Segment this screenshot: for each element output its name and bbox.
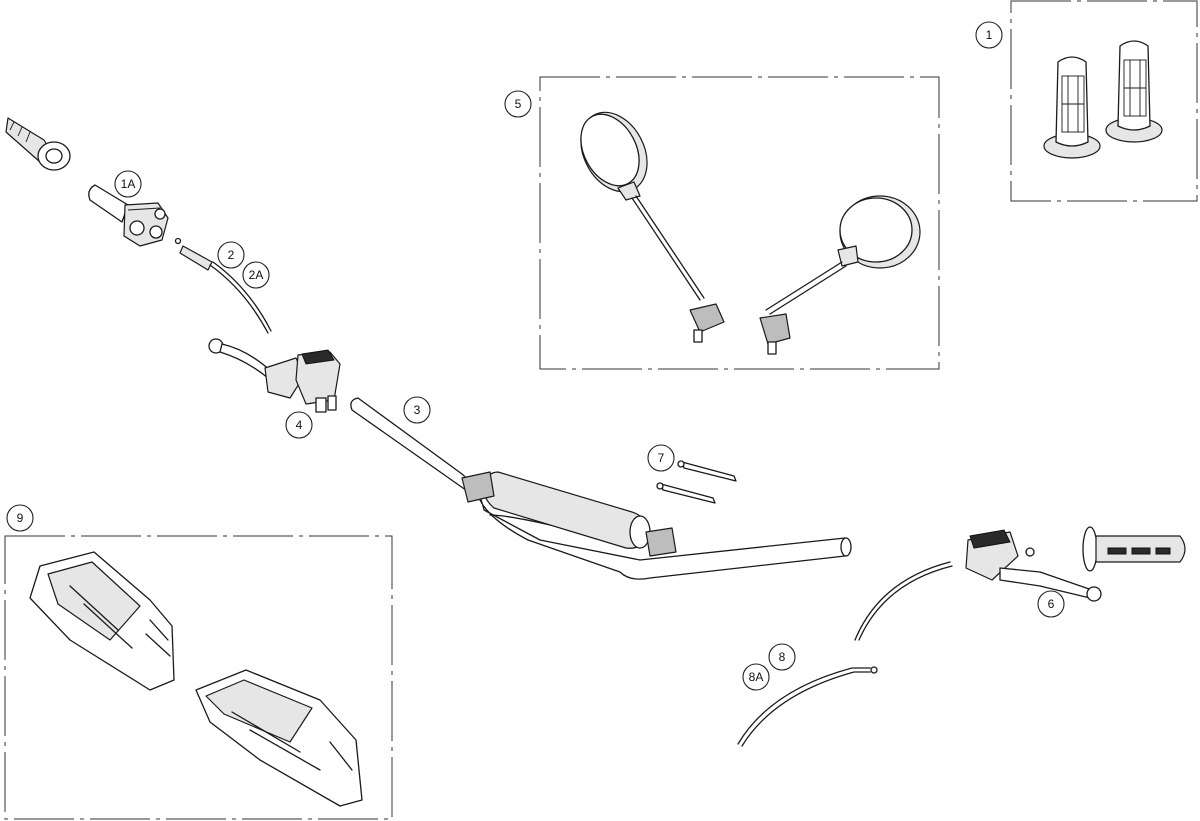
mirrors-group-frame xyxy=(539,76,940,370)
clutch-cable-part xyxy=(737,666,878,747)
svg-text:3: 3 xyxy=(414,403,421,417)
callout-2: 2 xyxy=(217,241,245,269)
clutch-lever-part xyxy=(854,529,1102,641)
brake-master-cylinder-part xyxy=(208,338,341,413)
svg-text:2: 2 xyxy=(228,248,235,262)
svg-text:1A: 1A xyxy=(121,177,136,191)
grips-group-frame xyxy=(1010,0,1198,202)
left-grip-part xyxy=(5,117,71,171)
callout-8a: 8A xyxy=(742,663,770,691)
callout-4: 4 xyxy=(285,411,313,439)
right-mirror-part xyxy=(759,195,921,355)
svg-text:8A: 8A xyxy=(749,670,764,684)
throttle-cable-part xyxy=(174,237,272,334)
cable-tie-part xyxy=(656,460,737,504)
throttle-housing-part xyxy=(88,184,169,247)
svg-text:8: 8 xyxy=(779,650,786,664)
callout-1a: 1A xyxy=(114,170,142,198)
callout-5: 5 xyxy=(504,90,532,118)
svg-text:4: 4 xyxy=(296,418,303,432)
right-grip-part xyxy=(1082,526,1186,572)
left-mirror-part xyxy=(580,111,725,343)
callout-6: 6 xyxy=(1037,590,1065,618)
callout-7: 7 xyxy=(647,444,675,472)
svg-text:6: 6 xyxy=(1048,597,1055,611)
svg-text:9: 9 xyxy=(17,511,24,525)
left-handguard-part xyxy=(29,551,175,691)
callout-2a: 2A xyxy=(242,261,270,289)
callout-1: 1 xyxy=(975,21,1003,49)
grip-pair-part xyxy=(1043,40,1163,159)
svg-text:1: 1 xyxy=(986,28,993,42)
svg-text:2A: 2A xyxy=(249,268,264,282)
handlebar-part xyxy=(350,397,852,580)
svg-text:5: 5 xyxy=(515,97,522,111)
callout-3: 3 xyxy=(403,396,431,424)
svg-text:7: 7 xyxy=(658,451,665,465)
callout-8: 8 xyxy=(768,643,796,671)
right-handguard-part xyxy=(195,669,363,807)
handguards-group-frame xyxy=(4,535,393,820)
callout-9: 9 xyxy=(6,504,34,532)
